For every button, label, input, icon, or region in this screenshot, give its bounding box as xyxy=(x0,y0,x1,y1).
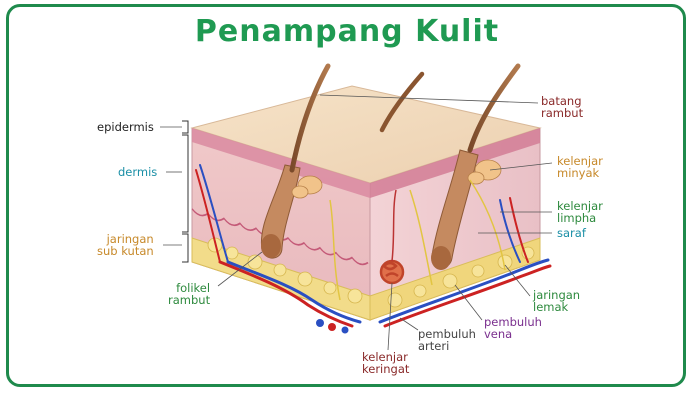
label-folikel-rambut: folikel rambut xyxy=(168,282,210,306)
label-kelenjar-limpha: kelenjar limpha xyxy=(557,200,603,224)
label-jaringan-lemak: jaringan lemak xyxy=(533,289,580,313)
label-batang-rambut: batang rambut xyxy=(541,95,583,119)
label-jaringan-sub-kutan: jaringan sub kutan xyxy=(97,233,154,257)
label-dermis: dermis xyxy=(118,166,157,178)
label-epidermis: epidermis xyxy=(97,121,154,133)
label-pembuluh-arteri: pembuluh arteri xyxy=(418,328,476,352)
label-kelenjar-minyak: kelenjar minyak xyxy=(557,155,603,179)
label-kelenjar-keringat: kelenjar keringat xyxy=(362,351,409,375)
label-saraf: saraf xyxy=(557,227,586,239)
label-pembuluh-vena: pembuluh vena xyxy=(484,316,542,340)
layer-bracket xyxy=(182,121,188,262)
